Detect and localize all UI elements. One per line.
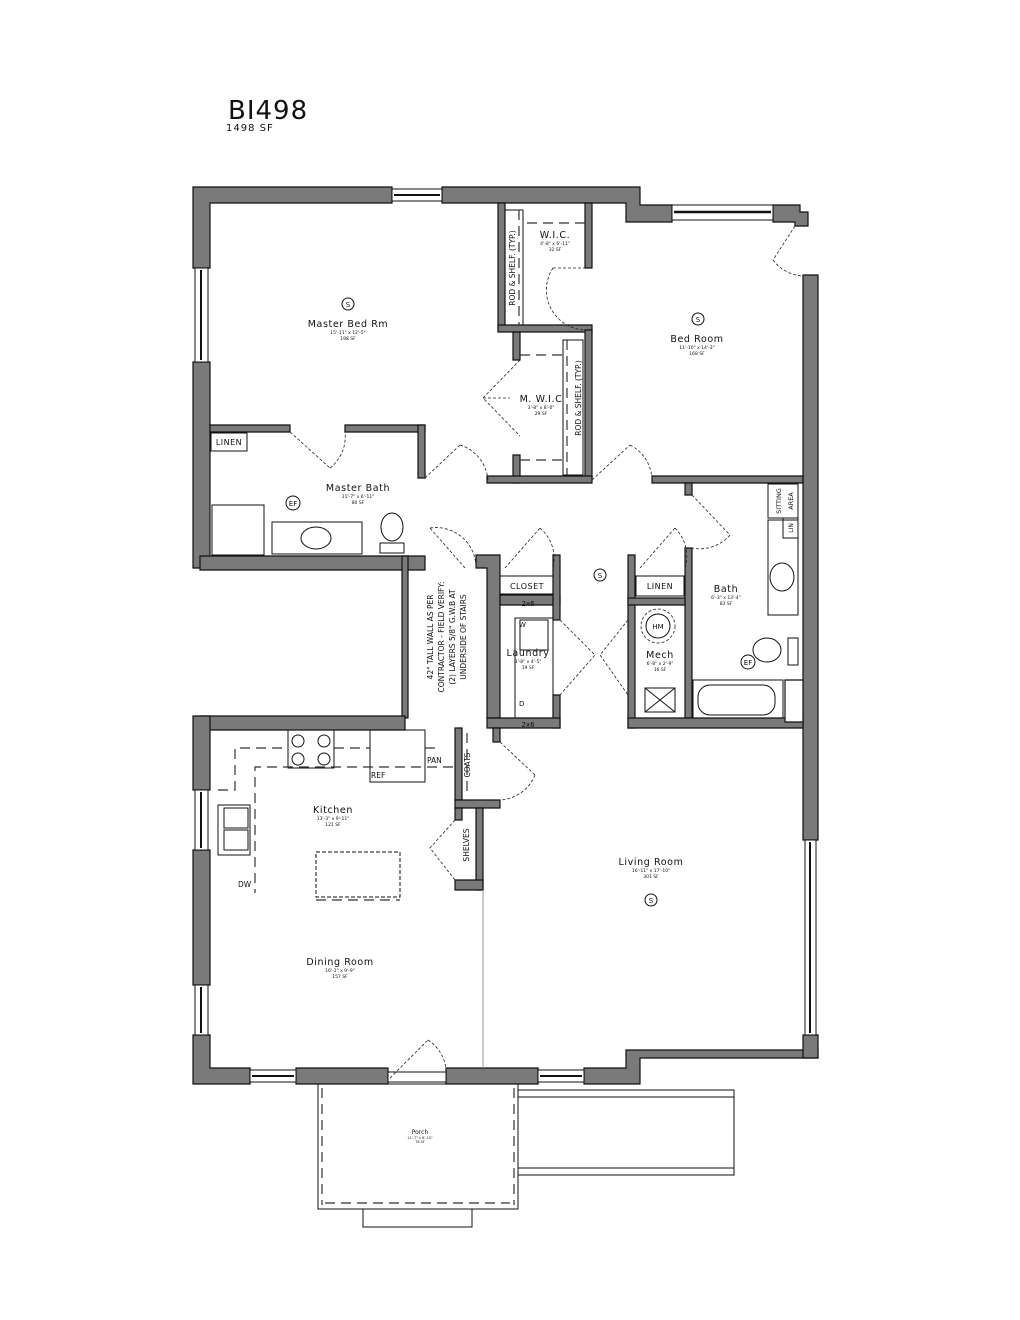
room-living: Living Room — [619, 857, 684, 868]
svg-text:42" TALL WALL AS PER: 42" TALL WALL AS PER — [426, 595, 435, 680]
svg-text:4'-8" x 6'-11": 4'-8" x 6'-11" — [540, 241, 570, 247]
svg-text:LIN: LIN — [788, 523, 795, 533]
svg-text:S: S — [598, 572, 603, 580]
svg-text:LINEN: LINEN — [216, 438, 242, 447]
svg-text:3'-8" x 4'-5": 3'-8" x 4'-5" — [515, 659, 542, 665]
svg-text:SITTING: SITTING — [775, 488, 783, 514]
svg-text:301 SF: 301 SF — [643, 874, 659, 880]
smoke-detectors: S S S S — [341, 297, 705, 907]
closet-shelves — [466, 209, 585, 795]
windows — [194, 188, 817, 1083]
svg-text:19 SF: 19 SF — [522, 665, 535, 671]
room-kitchen: Kitchen — [313, 805, 353, 816]
svg-text:15'-11" x 12'-5": 15'-11" x 12'-5" — [330, 330, 365, 336]
svg-text:ROD & SHELF. (TYP.): ROD & SHELF. (TYP.) — [508, 230, 517, 306]
svg-text:LINEN: LINEN — [647, 582, 673, 591]
svg-text:SHELVES: SHELVES — [462, 828, 471, 861]
svg-text:198 SF: 198 SF — [340, 336, 356, 342]
svg-text:AREA: AREA — [787, 492, 795, 510]
svg-text:16'-1" x 9'-9": 16'-1" x 9'-9" — [325, 968, 355, 974]
svg-text:CONTRACTOR - FIELD VERIFY:: CONTRACTOR - FIELD VERIFY: — [437, 582, 446, 693]
fixtures — [211, 504, 799, 1068]
svg-text:11'-10" x 14'-3": 11'-10" x 14'-3" — [679, 345, 714, 351]
room-master-bath: Master Bath — [326, 483, 390, 494]
svg-text:D: D — [519, 700, 524, 708]
room-m-wic: M. W.I.C — [520, 394, 563, 405]
svg-text:6'-8" x 2'-9": 6'-8" x 2'-9" — [647, 661, 674, 667]
room-labels: Master Bed Rm 15'-11" x 12'-5" 198 SF W.… — [306, 230, 741, 1144]
plan-area: 1498 SF — [226, 123, 274, 134]
exterior-walls — [192, 186, 819, 1085]
svg-text:13'-3" x 9'-11": 13'-3" x 9'-11" — [317, 816, 350, 822]
svg-text:3'-8" x 8'-0": 3'-8" x 8'-0" — [528, 405, 555, 411]
svg-text:29 SF: 29 SF — [535, 411, 548, 417]
svg-text:S: S — [696, 316, 701, 324]
svg-text:6'-3" x 13'-4": 6'-3" x 13'-4" — [711, 595, 741, 601]
room-dining: Dining Room — [306, 957, 373, 968]
svg-text:S: S — [346, 301, 351, 309]
room-porch: Porch — [412, 1129, 429, 1136]
svg-text:83 SF: 83 SF — [720, 601, 733, 607]
room-bed: Bed Room — [670, 334, 723, 345]
svg-text:DW: DW — [238, 880, 252, 889]
svg-text:76 SF: 76 SF — [415, 1140, 425, 1144]
room-wic: W.I.C. — [540, 230, 570, 241]
stair-note: 42" TALL WALL AS PER CONTRACTOR - FIELD … — [426, 582, 468, 693]
svg-text:PAN: PAN — [427, 756, 442, 765]
svg-text:16'-11" x 17'-10": 16'-11" x 17'-10" — [632, 868, 670, 874]
svg-text:CLOSET: CLOSET — [510, 582, 544, 591]
svg-text:16 SF: 16 SF — [654, 667, 667, 673]
svg-text:W: W — [519, 621, 526, 629]
svg-text:HM: HM — [652, 623, 663, 631]
room-mech: Mech — [646, 650, 674, 661]
interior-walls — [209, 202, 804, 891]
svg-text:32 SF: 32 SF — [549, 247, 562, 253]
svg-text:REF: REF — [371, 771, 385, 780]
svg-text:UNDERSIDE OF STAIRS: UNDERSIDE OF STAIRS — [459, 594, 468, 680]
plan-title: BI498 — [228, 96, 309, 126]
svg-text:80 SF: 80 SF — [352, 500, 365, 506]
room-master-bed: Master Bed Rm — [308, 319, 389, 330]
svg-text:EF: EF — [744, 659, 752, 667]
svg-text:11'-7" x 6'-11": 11'-7" x 6'-11" — [342, 494, 375, 500]
svg-text:COATS: COATS — [463, 752, 472, 777]
annotation-labels: LINEN CLOSET LINEN 2x6 2x6 W D HM EF EF … — [210, 230, 799, 889]
svg-text:ROD & SHELF. (TYP.): ROD & SHELF. (TYP.) — [574, 360, 583, 436]
svg-text:11'-7" x 6'-10": 11'-7" x 6'-10" — [407, 1136, 433, 1140]
doors — [289, 225, 804, 1079]
svg-text:2x6: 2x6 — [521, 721, 535, 729]
svg-text:S: S — [649, 897, 654, 905]
svg-text:121 SF: 121 SF — [325, 822, 341, 828]
svg-text:EF: EF — [289, 500, 297, 508]
svg-text:168 SF: 168 SF — [689, 351, 705, 357]
porch — [317, 1083, 735, 1228]
svg-text:2x6: 2x6 — [521, 600, 535, 608]
room-bath: Bath — [714, 584, 739, 595]
svg-text:157 SF: 157 SF — [332, 974, 348, 980]
svg-text:(2) LAYERS 5/8" G.W.B AT: (2) LAYERS 5/8" G.W.B AT — [448, 589, 457, 685]
room-laundry: Laundry — [507, 648, 550, 659]
